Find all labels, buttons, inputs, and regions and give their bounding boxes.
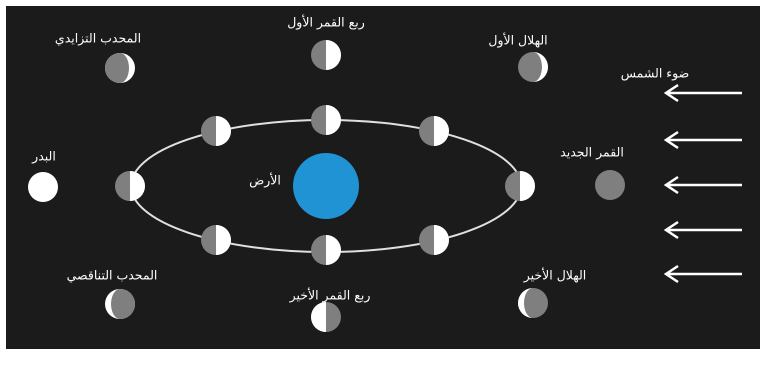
orbit-moon (201, 225, 231, 255)
phase-full-moon (28, 172, 58, 202)
phase-waxing-crescent (518, 52, 548, 82)
sunlight-arrow (666, 222, 742, 238)
sunlight-arrow (666, 85, 742, 101)
phase-third-quarter (311, 302, 341, 332)
sunlight-arrow (666, 177, 742, 193)
earth-label: الأرض (249, 173, 281, 188)
phase-waxing-gibbous (105, 53, 135, 83)
third-quarter-label: ربع القمر الأخير (290, 288, 371, 303)
orbit-moon (419, 116, 449, 146)
phase-waning-crescent (518, 288, 548, 318)
sunlight-label: ضوء الشمس (621, 66, 690, 81)
waning-crescent-label: الهلال الأخير (524, 268, 587, 283)
first-quarter-label: ربع القمر الأول (287, 15, 365, 30)
sunlight-arrows (666, 85, 742, 282)
orbit-moon (311, 105, 341, 135)
orbit-moon (505, 171, 535, 201)
waning-gibbous-label: المحدب التناقصي (67, 268, 158, 283)
phase-first-quarter (311, 40, 341, 70)
waxing-gibbous-label: المحدب التزايدي (55, 31, 141, 46)
orbit-moon (419, 225, 449, 255)
new-moon-label: القمر الجديد (560, 145, 624, 160)
orbit-moon (311, 235, 341, 265)
sunlight-arrow (666, 132, 742, 148)
full-moon-label: البدر (32, 149, 56, 164)
earth (293, 153, 359, 219)
sunlight-arrow (666, 266, 742, 282)
orbit-moon (115, 171, 145, 201)
waxing-crescent-label: الهلال الأول (488, 33, 547, 48)
phase-new-moon (595, 170, 625, 200)
phase-waning-gibbous (105, 289, 135, 319)
orbit-moon (201, 116, 231, 146)
